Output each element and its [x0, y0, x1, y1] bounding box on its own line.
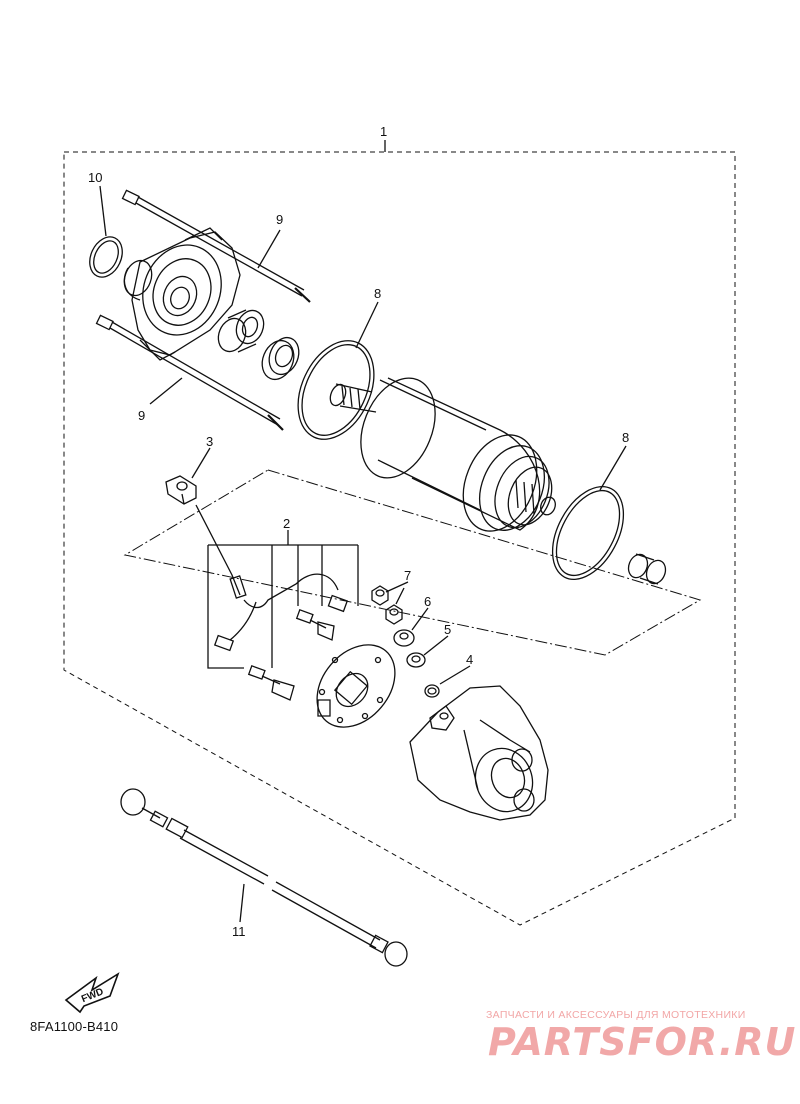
terminal-nut-part-3[interactable]	[165, 475, 197, 505]
rear-bushing[interactable]	[625, 552, 669, 587]
washer-part-6[interactable]	[393, 629, 415, 647]
callout-7: 7	[404, 568, 411, 583]
nut-part-7b[interactable]	[385, 604, 403, 625]
needle-bearing[interactable]	[214, 306, 269, 355]
callout-8-lower: 8	[622, 430, 629, 445]
o-ring-upper-part-8[interactable]	[283, 329, 389, 452]
callout-3: 3	[206, 434, 213, 449]
callout-10: 10	[88, 170, 102, 185]
callout-4: 4	[466, 652, 473, 667]
watermark-brand: PARTSFOR.RU	[488, 1020, 797, 1064]
callout-5: 5	[444, 622, 451, 637]
washer-part-5[interactable]	[406, 652, 426, 668]
callout-1: 1	[380, 124, 387, 139]
o-ring-lower-part-8[interactable]	[538, 475, 638, 591]
callout-9-upper: 9	[276, 212, 283, 227]
front-cover[interactable]	[120, 227, 241, 361]
watermark-subtitle: ЗАПЧАСТИ И АКСЕССУАРЫ ДЛЯ МОТОТЕХНИКИ	[486, 1009, 746, 1021]
brush-assembly-part-2[interactable]	[195, 504, 349, 701]
brush-holder-plate[interactable]	[301, 630, 411, 743]
forward-direction-arrow	[64, 972, 120, 1014]
o-ring-part-4[interactable]	[424, 684, 440, 698]
rear-housing[interactable]	[409, 685, 549, 821]
armature-yoke[interactable]	[327, 367, 559, 542]
callout-11: 11	[232, 924, 246, 939]
starter-rod-part-11[interactable]	[120, 788, 408, 967]
callout-labels: 1 2 3 4 5 6 7 8 8 9 9 10 11	[88, 124, 629, 939]
oil-seal[interactable]	[257, 333, 304, 384]
callout-2: 2	[283, 516, 290, 531]
assembly-boundary	[63, 151, 736, 926]
callout-6: 6	[424, 594, 431, 609]
callout-9-lower: 9	[138, 408, 145, 423]
through-bolt-lower-part-9[interactable]	[95, 314, 284, 431]
through-bolt-upper-part-9[interactable]	[121, 189, 311, 303]
drawing-code: 8FA1100-B410	[30, 1019, 119, 1034]
o-ring-part-10[interactable]	[84, 232, 129, 283]
brush-subassembly-plane	[123, 469, 702, 656]
callout-8-upper: 8	[374, 286, 381, 301]
nut-part-7a[interactable]	[371, 585, 389, 606]
